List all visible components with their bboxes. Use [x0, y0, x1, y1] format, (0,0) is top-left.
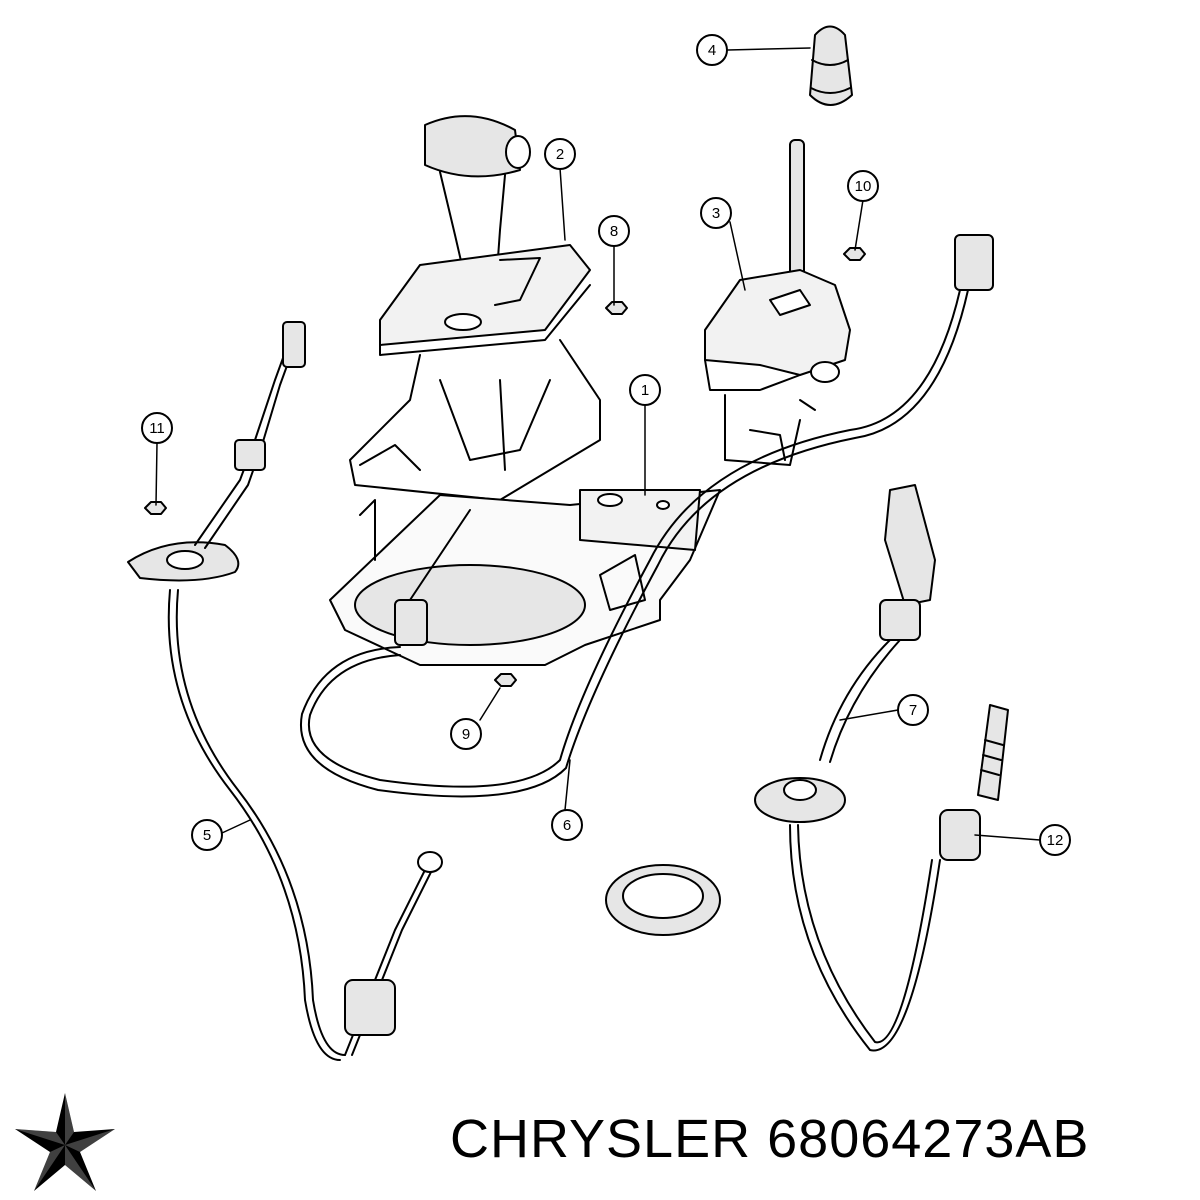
part-number: 68064273AB — [767, 1109, 1090, 1169]
callout-3: 3 — [700, 197, 732, 229]
callout-label-9: 9 — [462, 726, 470, 743]
grommet-ring-part — [605, 864, 721, 936]
callout-4: 4 — [696, 34, 728, 66]
callout-leader-lines — [155, 47, 1041, 841]
brand-and-part-number: CHRYSLER 68064273AB — [450, 1108, 1089, 1170]
shift-knob-part — [809, 25, 853, 106]
automatic-shifter-part — [349, 115, 601, 501]
callout-label-8: 8 — [610, 223, 618, 240]
callout-10: 10 — [847, 170, 879, 202]
shifter-base-bracket-part — [329, 489, 721, 666]
nut-part-9 — [494, 673, 517, 687]
callout-label-1: 1 — [641, 382, 649, 399]
callout-label-12: 12 — [1047, 832, 1064, 849]
callout-8: 8 — [598, 215, 630, 247]
callout-7: 7 — [897, 694, 929, 726]
callout-label-7: 7 — [909, 702, 917, 719]
callout-5: 5 — [191, 819, 223, 851]
callout-1: 1 — [629, 374, 661, 406]
shift-cable-part-6 — [300, 234, 994, 798]
nut-part-8 — [605, 301, 628, 315]
callout-label-10: 10 — [855, 178, 872, 195]
callout-9: 9 — [450, 718, 482, 750]
brand-name: CHRYSLER — [450, 1109, 752, 1169]
callout-label-11: 11 — [149, 420, 165, 437]
shift-cable-part-7 — [754, 484, 941, 1052]
callout-6: 6 — [551, 809, 583, 841]
callout-label-2: 2 — [556, 146, 564, 163]
manual-shifter-part — [704, 139, 851, 466]
callout-2: 2 — [544, 138, 576, 170]
shift-cable-part-5 — [127, 321, 443, 1061]
nut-part-10 — [843, 247, 866, 261]
callout-11: 11 — [141, 412, 173, 444]
cable-end-part-12 — [939, 704, 1009, 861]
callout-label-3: 3 — [712, 205, 720, 222]
callout-12: 12 — [1039, 824, 1071, 856]
callout-label-5: 5 — [203, 827, 211, 844]
chrysler-pentastar-icon — [15, 1093, 115, 1191]
callout-label-4: 4 — [708, 42, 716, 59]
nut-part-11 — [144, 501, 167, 515]
callout-label-6: 6 — [563, 817, 571, 834]
